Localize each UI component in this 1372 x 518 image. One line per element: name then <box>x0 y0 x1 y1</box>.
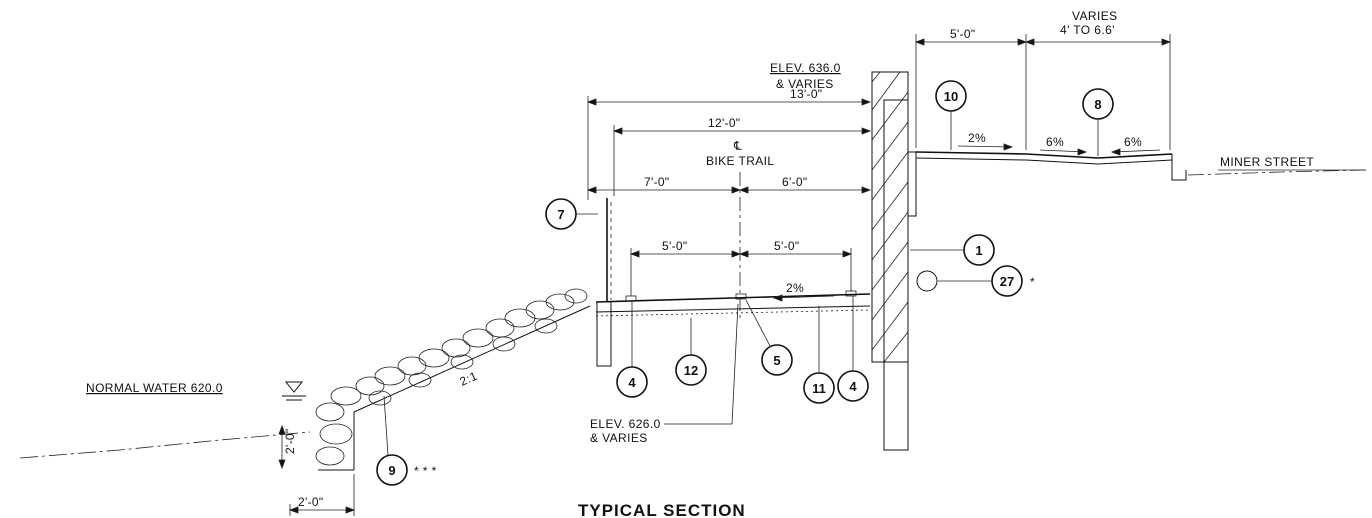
svg-text:9: 9 <box>388 463 395 478</box>
dim-6ft: 6'-0" <box>782 175 807 189</box>
svg-text:12: 12 <box>684 363 698 378</box>
circle-icon <box>916 270 938 292</box>
svg-text:7: 7 <box>557 207 564 222</box>
svg-text:5: 5 <box>773 353 780 368</box>
callout-11: 11 <box>803 306 835 404</box>
riprap-slope <box>315 288 591 471</box>
dim-13ft: 13'-0" <box>790 87 822 101</box>
callout-5: 5 <box>745 299 793 376</box>
svg-text:11: 11 <box>812 381 826 396</box>
section-title: TYPICAL SECTION <box>578 501 746 518</box>
dim-7ft: 7'-0" <box>644 175 669 189</box>
callout-27: 27 <box>938 265 1023 297</box>
svg-text:1: 1 <box>975 243 982 258</box>
existing-ground-line <box>19 431 311 459</box>
street-ground-line <box>1187 169 1367 176</box>
railing-post <box>596 198 612 367</box>
elev-bottom-leader <box>664 303 739 425</box>
elev-top-varies: & VARIES <box>776 77 834 91</box>
slope-trail: 2% <box>786 281 804 295</box>
dim-5ft-top: 5'-0" <box>950 27 975 41</box>
triangle-down-icon <box>282 381 306 401</box>
dim-2ft-horiz: 2'-0" <box>298 495 323 509</box>
callout-4-right: 4 <box>837 296 869 402</box>
elev-top-label: ELEV. 636.0 <box>770 61 841 75</box>
dim-5ft-left: 5'-0" <box>662 239 687 253</box>
elev-bottom-varies: & VARIES <box>590 431 648 445</box>
slope-ratio-label: 2:1 <box>458 369 480 389</box>
bike-trail-label: BIKE TRAIL <box>706 154 774 168</box>
slope-street-right: 6% <box>1124 135 1142 149</box>
miner-street-label: MINER STREET <box>1220 155 1314 169</box>
dim-12ft: 12'-0" <box>708 116 740 130</box>
varies-label: VARIES <box>1072 9 1118 23</box>
svg-text:10: 10 <box>944 89 958 104</box>
svg-text:4: 4 <box>628 375 636 390</box>
callout-4-left: 4 <box>616 300 648 398</box>
sidewalk-and-street <box>908 151 1187 217</box>
svg-text:27: 27 <box>1000 274 1014 289</box>
centerline-symbol: ℄ <box>733 139 742 153</box>
callout-1: 1 <box>910 234 995 266</box>
elev-bottom-label: ELEV. 626.0 <box>590 417 661 431</box>
retaining-wall <box>871 71 909 451</box>
callout-8: 8 <box>1082 88 1114 156</box>
trail-pavement <box>595 290 871 317</box>
normal-water-label: NORMAL WATER 620.0 <box>86 381 223 395</box>
callout-9: 9 <box>376 395 408 486</box>
slope-sidewalk: 2% <box>968 131 986 145</box>
asterisk-triple: * * * <box>414 464 437 478</box>
slope-street-left: 6% <box>1046 135 1064 149</box>
callout-7: 7 <box>545 198 598 230</box>
svg-text:4: 4 <box>849 379 857 394</box>
varies-range: 4' TO 6.6' <box>1060 23 1115 37</box>
svg-text:8: 8 <box>1094 97 1101 112</box>
dim-2ft-vert: 2'-0" <box>283 429 297 454</box>
asterisk-single: * <box>1030 275 1035 289</box>
callout-12: 12 <box>675 318 707 386</box>
callout-10: 10 <box>935 80 967 150</box>
dimension-lines <box>278 34 1172 516</box>
dim-5ft-right: 5'-0" <box>774 239 799 253</box>
